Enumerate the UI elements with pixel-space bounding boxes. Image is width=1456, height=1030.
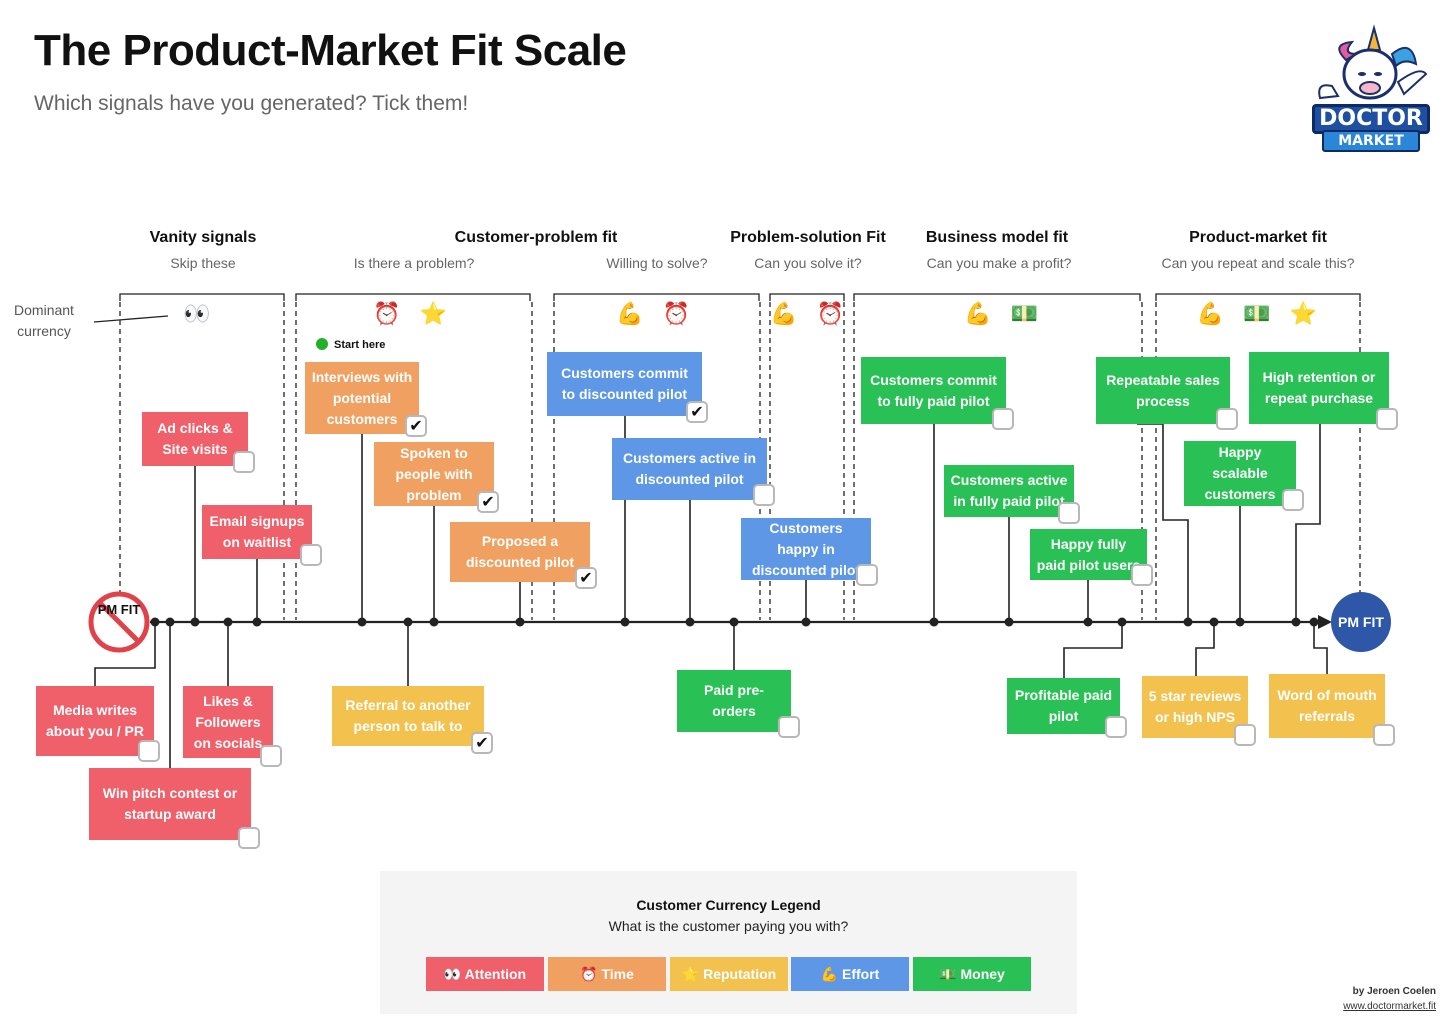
page-subtitle: Which signals have you generated? Tick t… — [34, 92, 469, 115]
signal-card-happy-scalable: Happy scalable customers — [1184, 441, 1296, 506]
signal-card-high-retention: High retention or repeat purchase — [1249, 352, 1389, 424]
signal-checkbox-media-pr[interactable] — [138, 740, 160, 762]
currency-pointer-line — [93, 315, 169, 323]
signal-card-word-of-mouth: Word of mouth referrals — [1269, 674, 1385, 738]
signal-card-likes-followers: Likes & Followers on socials — [183, 686, 273, 758]
signal-checkbox-active-fully-paid[interactable] — [1058, 502, 1080, 524]
stage-title-customer-problem: Customer-problem fit — [454, 229, 618, 246]
stage-subtitle-problem: Is there a problem? — [353, 255, 475, 271]
timeline-dots — [150, 617, 1319, 627]
timeline-arrowhead — [1318, 615, 1332, 629]
start-here-label: Start here — [334, 339, 386, 351]
legend-item-time: ⏰ Time — [548, 957, 666, 991]
signal-checkbox-referral[interactable]: ✔ — [471, 732, 493, 754]
stage-subtitle-profit: Can you make a profit? — [926, 255, 1072, 271]
signal-checkbox-ad-clicks[interactable] — [233, 451, 255, 473]
author-credit: by Jeroen Coelen — [1352, 986, 1436, 997]
stage-brackets — [119, 293, 1361, 301]
credit-block: by Jeroen Coelen www.doctormarket.fit — [1343, 984, 1436, 1014]
pm-fit-start-label: PM FIT — [97, 602, 141, 617]
signal-checkbox-repeatable-sales[interactable] — [1216, 408, 1238, 430]
signal-checkbox-happy-fully-paid[interactable] — [1131, 564, 1153, 586]
signal-checkbox-commit-fully-paid[interactable] — [992, 408, 1014, 430]
signal-card-media-pr: Media writes about you / PR — [36, 686, 154, 756]
legend-title: Customer Currency Legend — [636, 897, 821, 913]
dominant-currency-label: Dominant currency — [14, 302, 74, 339]
stage-title-business-model: Business model fit — [925, 229, 1069, 246]
website-link[interactable]: www.doctormarket.fit — [1343, 1001, 1436, 1012]
signal-card-commit-fully-paid: Customers commit to fully paid pilot — [861, 357, 1006, 424]
doctor-market-fit-logo: DOCTOR MARKET FIT — [1312, 24, 1430, 167]
legend-subtitle: What is the customer paying you with? — [608, 918, 849, 934]
signal-checkbox-email-signups[interactable] — [300, 544, 322, 566]
signal-checkbox-word-of-mouth[interactable] — [1373, 724, 1395, 746]
start-here-marker: Start here — [316, 338, 385, 351]
legend-item-reputation: ⭐ Reputation — [670, 957, 788, 991]
stage-subtitle-vanity: Skip these — [170, 255, 236, 271]
green-dot-icon — [316, 338, 328, 350]
legend-item-attention: 👀 Attention — [426, 957, 544, 991]
signal-card-active-fully-paid: Customers active in fully paid pilot — [944, 465, 1074, 517]
signal-card-referral: Referral to another person to talk to — [332, 686, 484, 746]
signal-checkbox-commit-discounted[interactable]: ✔ — [686, 401, 708, 423]
unicorn-mascot-icon — [1318, 24, 1428, 100]
logo-text-market-fit: MARKET FIT — [1322, 130, 1420, 167]
signal-checkbox-paid-preorders[interactable] — [778, 716, 800, 738]
eyes-icon: 👀 — [183, 302, 217, 327]
signal-card-spoken-people: Spoken to people with problem — [374, 442, 494, 506]
signal-checkbox-spoken-people[interactable]: ✔ — [477, 491, 499, 513]
legend-item-money: 💵 Money — [913, 957, 1031, 991]
muscle-clock-icons: 💪 ⏰ — [616, 302, 696, 327]
signal-checkbox-likes-followers[interactable] — [260, 745, 282, 767]
signal-card-profitable-pilot: Profitable paid pilot — [1007, 678, 1120, 734]
signal-checkbox-active-discounted[interactable] — [753, 484, 775, 506]
signal-checkbox-proposed-pilot[interactable]: ✔ — [575, 567, 597, 589]
muscle-clock-icons: 💪 ⏰ — [770, 302, 850, 327]
signal-checkbox-high-retention[interactable] — [1376, 408, 1398, 430]
signal-card-interviews: Interviews with potential customers — [305, 362, 419, 434]
stage-title-problem-solution: Problem-solution Fit — [730, 229, 886, 246]
signal-checkbox-happy-discounted[interactable] — [856, 564, 878, 586]
signal-card-email-signups: Email signups on waitlist — [202, 505, 312, 559]
currency-legend: Customer Currency Legend What is the cus… — [380, 871, 1077, 1014]
stage-title-product-market: Product-market fit — [1189, 229, 1327, 246]
pm-fit-end-badge: PM FIT — [1331, 592, 1391, 652]
signal-checkbox-five-star[interactable] — [1234, 724, 1256, 746]
signal-card-repeatable-sales: Repeatable sales process — [1096, 357, 1230, 424]
signal-card-active-discounted: Customers active in discounted pilot — [612, 438, 767, 500]
muscle-money-star-icons: 💪 💵 ⭐ — [1196, 302, 1324, 327]
signal-card-ad-clicks: Ad clicks & Site visits — [142, 412, 248, 466]
signal-connectors — [94, 416, 1328, 768]
stage-title-vanity: Vanity signals — [149, 229, 257, 246]
signal-card-pitch-contest: Win pitch contest or startup award — [89, 768, 251, 840]
signal-checkbox-pitch-contest[interactable] — [238, 827, 260, 849]
signal-card-commit-discounted: Customers commit to discounted pilot — [547, 352, 702, 416]
clock-star-icons: ⏰ ⭐ — [373, 302, 453, 327]
muscle-money-icons: 💪 💵 — [964, 302, 1044, 327]
stage-subtitle-solve: Can you solve it? — [754, 255, 862, 271]
signal-card-happy-fully-paid: Happy fully paid pilot users — [1030, 529, 1147, 580]
page-title: The Product-Market Fit Scale — [34, 26, 627, 75]
signal-card-proposed-pilot: Proposed a discounted pilot — [450, 522, 590, 582]
legend-item-effort: 💪 Effort — [791, 957, 909, 991]
stage-subtitle-scale: Can you repeat and scale this? — [1161, 255, 1355, 271]
signal-checkbox-interviews[interactable]: ✔ — [405, 415, 427, 437]
signal-card-happy-discounted: Customers happy in discounted pilot — [741, 518, 871, 580]
signal-card-five-star: 5 star reviews or high NPS — [1142, 676, 1248, 738]
stage-subtitle-willing: Willing to solve? — [606, 255, 708, 271]
signal-card-paid-preorders: Paid pre-orders — [677, 670, 791, 732]
signal-checkbox-happy-scalable[interactable] — [1282, 489, 1304, 511]
signal-checkbox-profitable-pilot[interactable] — [1105, 716, 1127, 738]
no-pm-fit-icon — [88, 591, 150, 653]
